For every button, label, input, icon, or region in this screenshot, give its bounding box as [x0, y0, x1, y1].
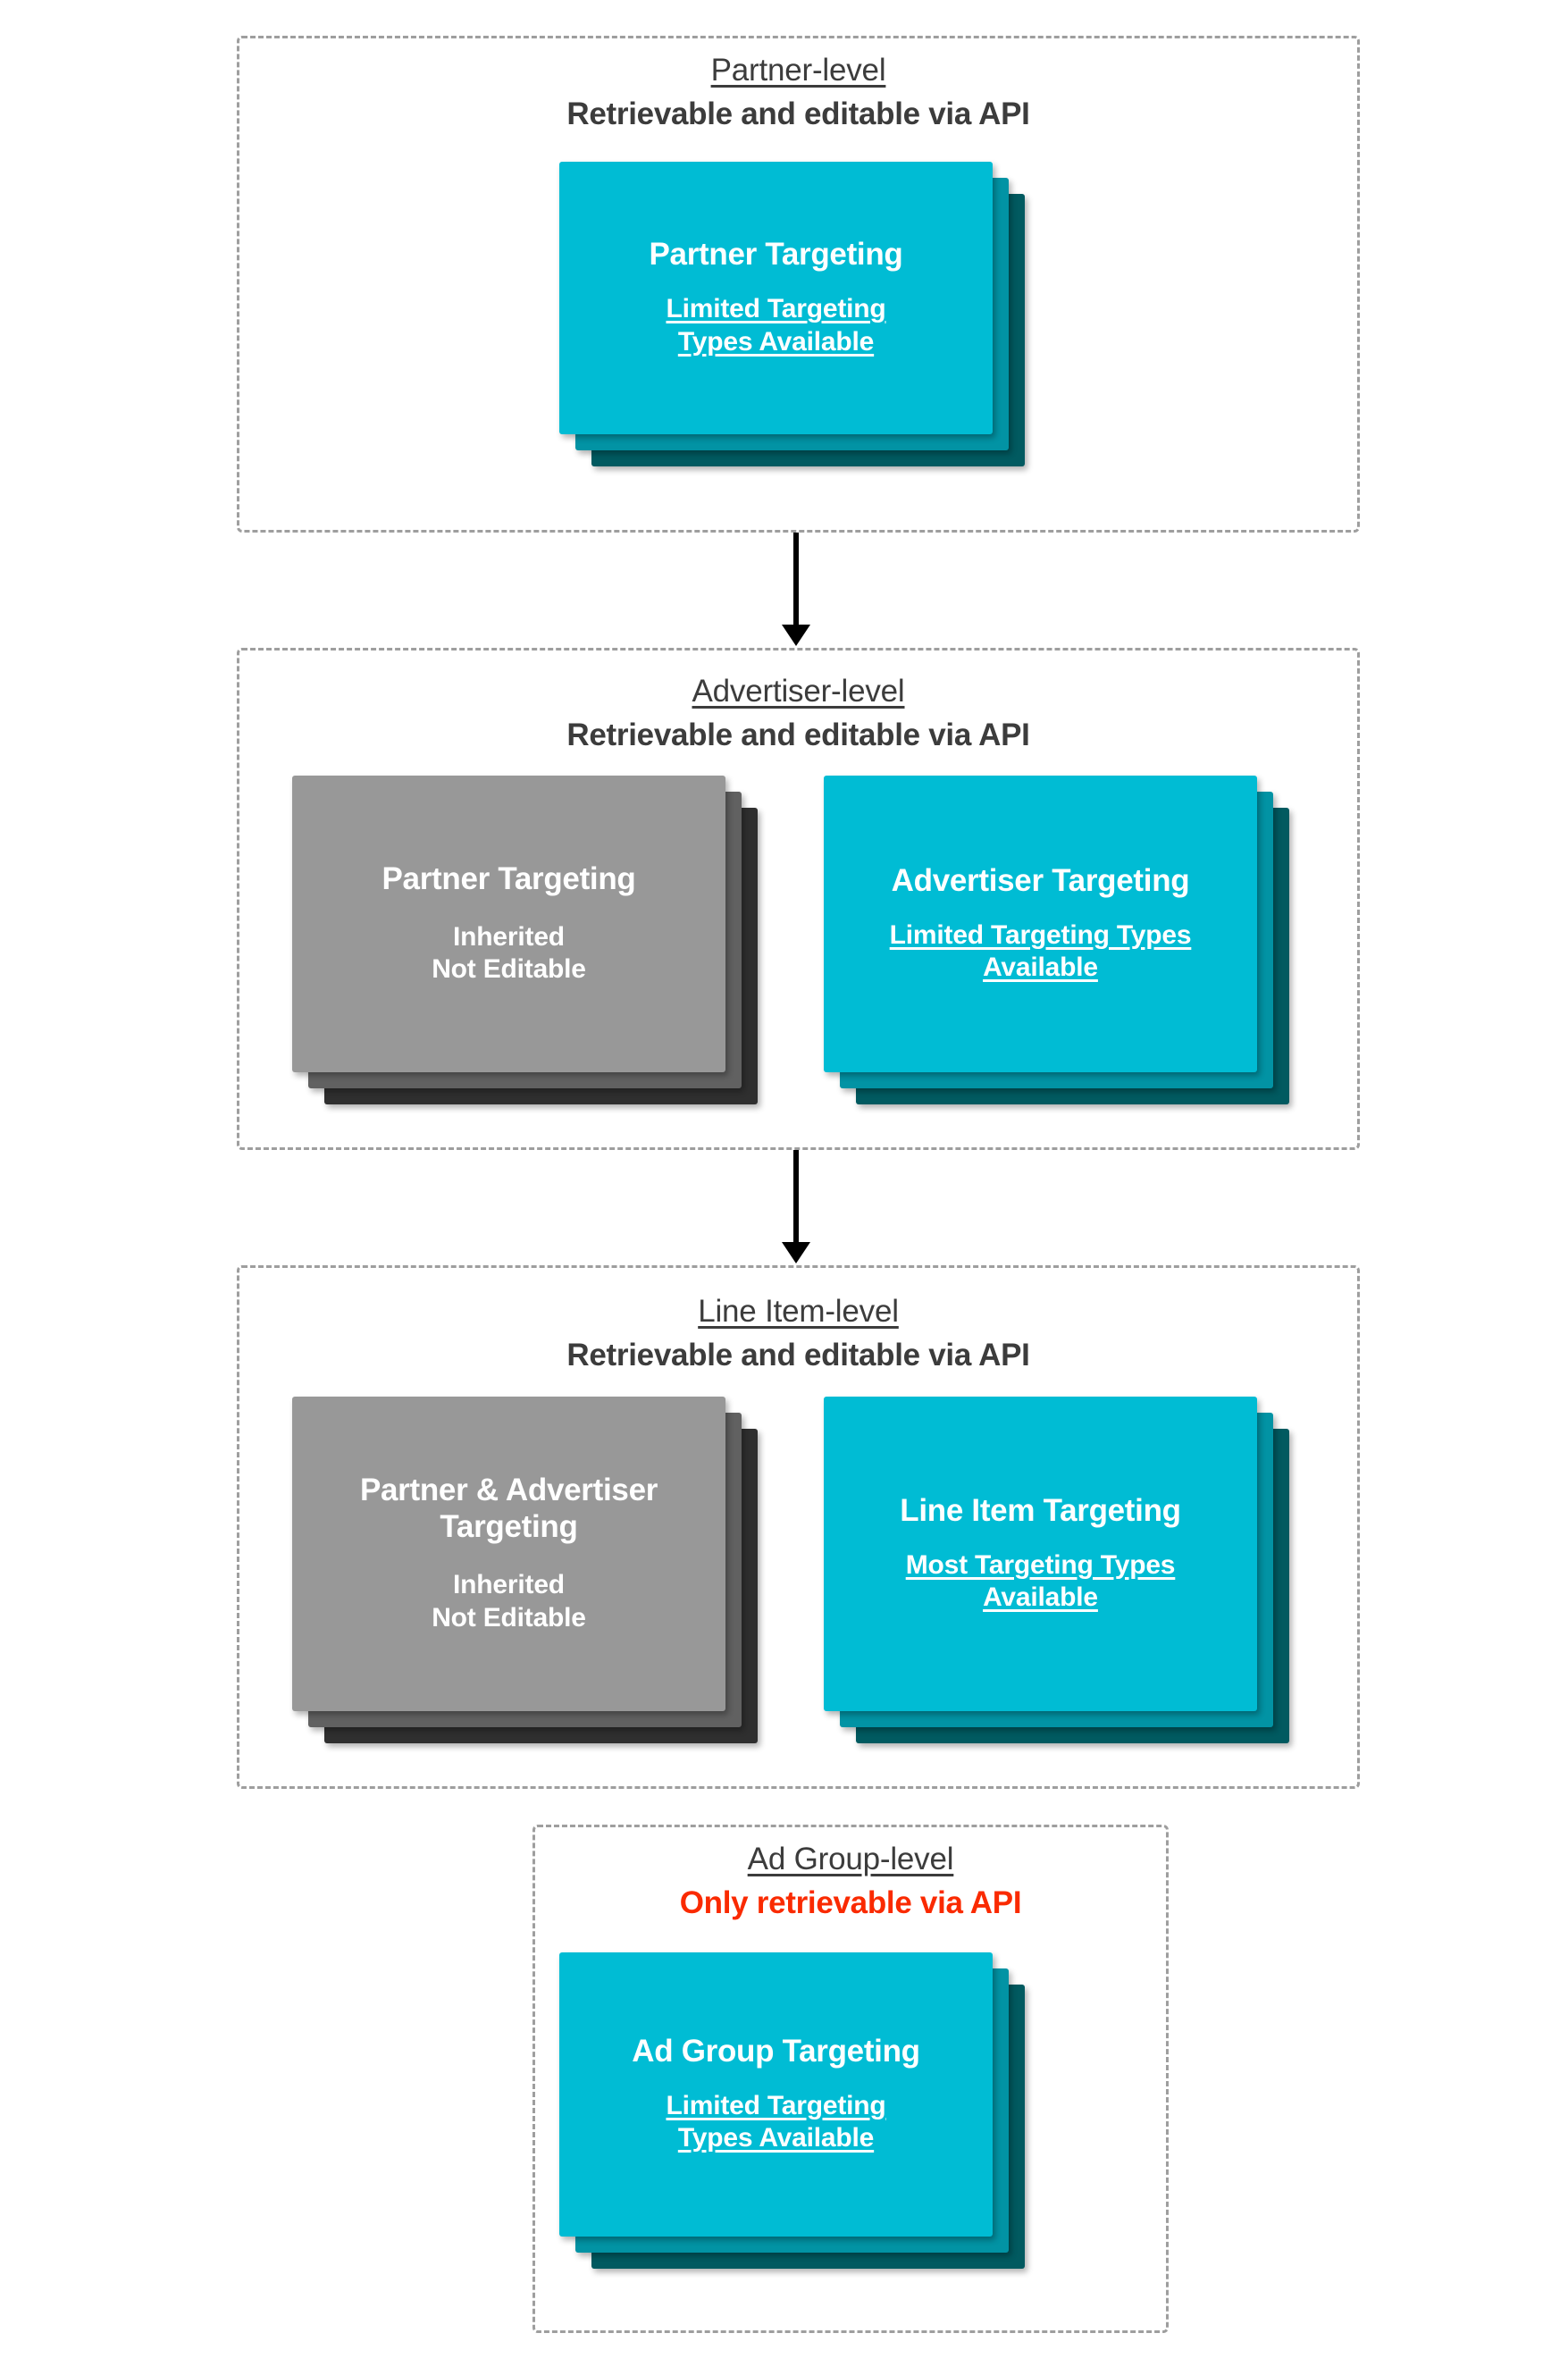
level-api-note-line-item: Retrievable and editable via API	[566, 1337, 1030, 1372]
card-subtitle: Inherited Not Editable	[432, 1570, 586, 1633]
card-subtitle: Limited Targeting Types Available	[666, 294, 886, 357]
level-box-partner	[237, 36, 1360, 533]
card-stack-advertiser-targeting[interactable]: Advertiser Targeting Limited Targeting T…	[824, 776, 1302, 1126]
card-stack-partner-targeting[interactable]: Partner Targeting Limited Targeting Type…	[559, 162, 1037, 492]
level-header-line-item: Line Item-level Retrievable and editable…	[237, 1293, 1360, 1374]
card-inherited-partner-advertiser-targeting[interactable]: Partner & Advertiser Targeting Inherited…	[292, 1397, 725, 1711]
card-stack-line-item-targeting[interactable]: Line Item Targeting Most Targeting Types…	[824, 1397, 1302, 1765]
level-api-note-ad-group: Only retrievable via API	[679, 1884, 1022, 1920]
card-title: Partner & Advertiser Targeting	[359, 1473, 658, 1545]
card-subtitle: Most Targeting Types Available	[905, 1549, 1176, 1613]
level-title-advertiser: Advertiser-level	[692, 674, 905, 709]
card-title: Partner Targeting	[382, 860, 636, 896]
card-stack-advertiser-inherited-partner[interactable]: Partner Targeting Inherited Not Editable	[292, 776, 770, 1126]
level-header-partner: Partner-level Retrievable and editable v…	[237, 52, 1360, 133]
card-stack-ad-group-targeting[interactable]: Ad Group Targeting Limited Targeting Typ…	[559, 1952, 1037, 2294]
level-title-line-item: Line Item-level	[698, 1294, 899, 1329]
card-subtitle: Limited Targeting Types Available	[666, 2090, 886, 2153]
card-advertiser-targeting[interactable]: Advertiser Targeting Limited Targeting T…	[824, 776, 1257, 1072]
card-title: Line Item Targeting	[900, 1492, 1181, 1528]
card-subtitle: Inherited Not Editable	[432, 921, 586, 985]
card-stack-line-item-inherited[interactable]: Partner & Advertiser Targeting Inherited…	[292, 1397, 770, 1765]
card-subtitle: Limited Targeting Types Available	[889, 919, 1192, 983]
card-partner-targeting[interactable]: Partner Targeting Limited Targeting Type…	[559, 162, 993, 434]
level-title-ad-group: Ad Group-level	[747, 1842, 954, 1876]
arrow-partner-to-advertiser	[782, 533, 810, 646]
card-title: Advertiser Targeting	[891, 862, 1190, 898]
card-title: Ad Group Targeting	[632, 2033, 920, 2069]
level-api-note-advertiser: Retrievable and editable via API	[566, 717, 1030, 752]
level-box-ad-group	[532, 1825, 1169, 2333]
level-header-advertiser: Advertiser-level Retrievable and editabl…	[237, 673, 1360, 754]
level-box-advertiser	[237, 648, 1360, 1150]
level-header-ad-group: Ad Group-level Only retrievable via API	[532, 1841, 1169, 1922]
level-title-partner: Partner-level	[710, 53, 886, 88]
level-api-note-partner: Retrievable and editable via API	[566, 96, 1030, 131]
level-box-line-item	[237, 1265, 1360, 1789]
card-line-item-targeting[interactable]: Line Item Targeting Most Targeting Types…	[824, 1397, 1257, 1711]
card-inherited-partner-targeting[interactable]: Partner Targeting Inherited Not Editable	[292, 776, 725, 1072]
card-ad-group-targeting[interactable]: Ad Group Targeting Limited Targeting Typ…	[559, 1952, 993, 2237]
arrow-advertiser-to-line-item	[782, 1150, 810, 1263]
card-title: Partner Targeting	[649, 237, 903, 273]
